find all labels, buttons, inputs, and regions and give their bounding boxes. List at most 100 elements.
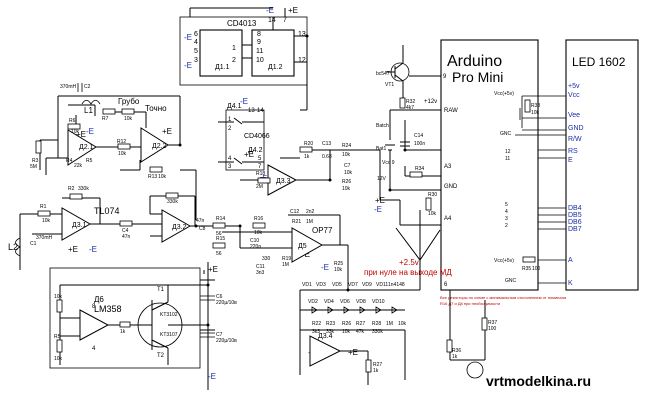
r10-value: 10k [124,116,133,122]
cd4013-pin-10: 10 [256,57,264,64]
c13-value: 0.68 [322,154,332,160]
lcd-left-vcc2: Vcc(+5v) [494,258,514,264]
d3-4-label: Д3.4 [318,333,333,340]
r10-resistor [121,108,135,115]
vd4-label: VD4 [324,299,334,305]
l1-label: L1 [84,106,93,115]
r13-label: R13 [148,174,157,180]
supply-rails: -E +E -E +E +E -E +E -E +E -E +E -E -E +… [68,97,385,390]
diode-type: 1n4148 [388,282,405,288]
r15-resistor [212,242,226,249]
cd4066-pin-13: 13 [248,108,255,114]
bat1-label: Bat1 [376,146,387,152]
coarse-label: Грубо [118,97,140,106]
lcd-num-5: 5 [505,202,508,208]
cd4013-plus-e: +E [288,6,298,15]
c11-label: C11 [256,264,265,270]
t1-label: T1 [157,287,165,293]
cd4013-pin-14: 14 [268,17,276,24]
lcd-title: LED 1602 [572,55,626,69]
r1-resistor [37,210,51,217]
lcd-left-vcc: Vcc(+5v) [494,91,514,97]
cd4066-pin-4: 4 [228,156,232,162]
r24-value: 10k [342,152,351,158]
r4b-value: 10k [54,294,63,300]
cd4013-pin-7: 7 [283,17,287,24]
r12-value: 10k [118,151,127,157]
lcd-left-gnc: GNC [500,131,512,137]
r14-value: 56 [216,231,222,237]
cd4013-pin-11: 11 [256,48,263,55]
r18-label: R18 [256,171,265,177]
r27b-value: 47k [356,329,365,335]
c1-label: C1 [30,241,37,247]
r11-resistor [165,192,179,199]
r3-label: R3 [32,158,39,164]
lcd-pin-db4: DB4 [568,205,582,212]
r30-value: 10k [428,211,437,217]
cd4013-pin-4: 4 [194,39,198,46]
s1-batch-label: Batch [376,123,389,129]
r22-label: R22 [312,321,321,327]
r23-value: 33k [326,329,335,335]
vd5-label: VD5 [332,282,342,288]
r35-value: 100 [532,266,541,272]
r26-value: 10k [342,186,351,192]
r11-value: 330k [167,199,178,205]
c2-label: C2 [84,84,91,90]
cd4066-label: CD4066 [244,133,270,140]
c2-value: 370mH [60,84,77,90]
d3-3-op77-section: Д3.3 Д5 OP77 R14 56 R15 56 R16 10k C10 2… [202,141,441,291]
cd4013-pin-1: 1 [232,45,236,52]
t1-t2-transistors [137,302,183,348]
r36-value: 1k [452,354,458,360]
r38-label: R38 [531,103,540,109]
vt1-label: VT1 [385,82,394,88]
l2-label: L2 [8,242,18,252]
r16-resistor [252,222,266,229]
r30-resistor [425,197,432,211]
vd1-label: VD1 [302,282,312,288]
vd6-label: VD6 [340,299,350,305]
vd7-label: VD7 [348,282,358,288]
r2-label: R2 [68,186,75,192]
arduino-pin-6: 6 [444,282,448,288]
r27-value: 1k [373,368,379,374]
c6-label: C6 [216,294,223,300]
cd4013-minus-e: -E [266,6,274,15]
cd4013-pin-8: 8 [257,31,261,38]
l1-coil [81,99,101,105]
d2-2-label: Д2.2 [152,143,167,150]
r13-value: 10k [158,174,167,180]
lcd-pin-rs: RS [568,148,578,155]
vcc9-label: Vcc 9 [382,160,395,166]
lcd-pin-gnd: GND [568,125,584,132]
minus-e-lm358: -E [208,372,216,381]
c8-value: 47n [196,218,205,224]
lcd-1602: LED 1602 +5v Vcc Vee GND R/W RS E DB4 DB… [494,39,639,291]
lcd-num-4: 4 [505,209,508,215]
cd4066-pin-14: 14 [257,108,264,114]
footnote-1: Все резисторы по схеме с минимальным отк… [440,295,567,300]
r4b-resistor [56,299,63,313]
r2-value: 330k [78,186,89,192]
r18-value: 2M [256,184,263,190]
lm358-d6: Д6 [94,295,104,304]
d6-opamp [79,309,110,341]
d4-2-label: Д4.2 [248,147,263,154]
r14-resistor [212,222,226,229]
r19-value: 1M [282,262,289,268]
r4-label: R4 [66,158,73,164]
vd9-label: VD9 [362,282,372,288]
r32-label: R32 [406,99,415,105]
r6-value: 10k [71,129,80,135]
minus-e-bat: -E [374,205,382,214]
r12-resistor [117,143,131,150]
zero-annotation: +2.5v при нуле на выходе МД [364,227,452,277]
lcd-pin-vcc: Vcc [568,92,580,99]
r25-value: 10k [334,267,343,273]
cd4066-pin-1: 1 [228,117,232,123]
r32-value: 4k7 [406,105,414,111]
cd4013-pin-5: 5 [194,48,198,55]
plus-e-d21: +E [76,130,86,139]
